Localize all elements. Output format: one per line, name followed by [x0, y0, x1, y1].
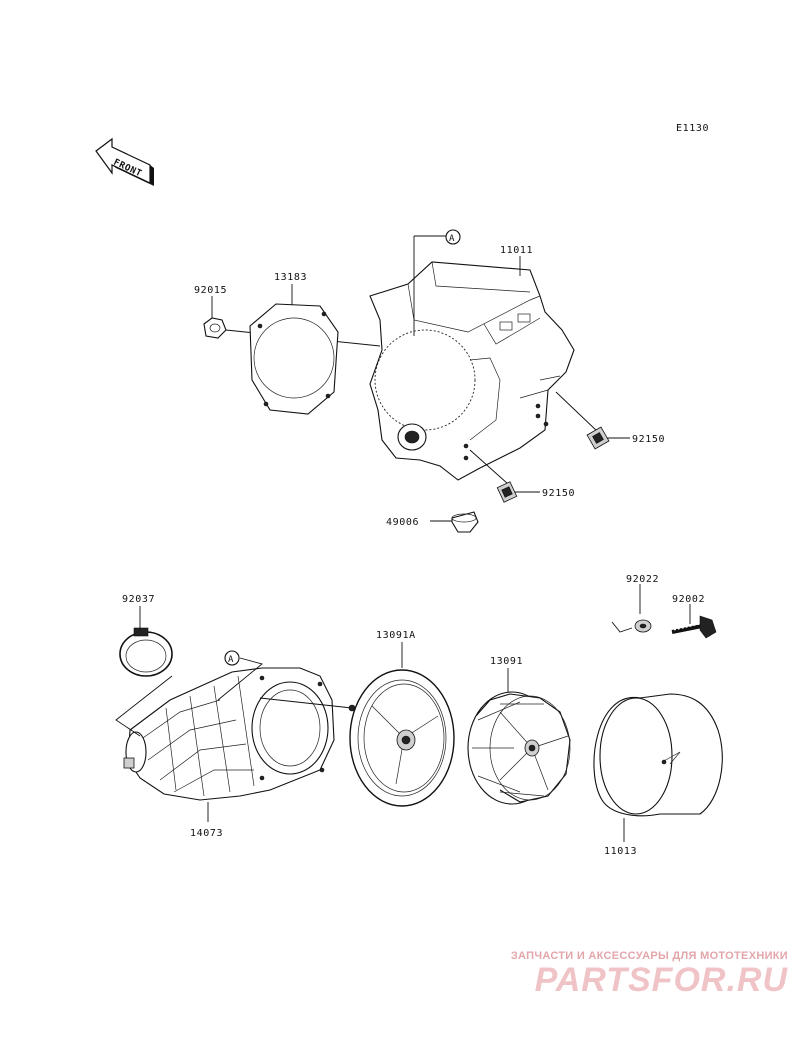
lower-leader-lines — [115, 584, 691, 842]
clamp-92037 — [119, 627, 173, 677]
air-box-housing — [369, 261, 575, 481]
label-13091a: 13091A — [376, 630, 416, 641]
label-92002: 92002 — [672, 594, 705, 605]
watermark-logo: PARTSFOR.RU — [534, 961, 788, 999]
front-arrow-icon: FRONT — [95, 137, 154, 186]
element-11013 — [593, 693, 723, 817]
marker-a-lower: A — [224, 650, 240, 666]
intake-duct-14073 — [123, 667, 335, 801]
washer-92022 — [634, 619, 652, 633]
label-11011: 11011 — [500, 245, 533, 256]
frame-13091 — [467, 691, 571, 805]
nut-92015 — [203, 317, 227, 339]
wing-bolt-92002 — [671, 615, 717, 639]
marker-a-upper-label: A — [449, 234, 455, 244]
label-13183: 13183 — [274, 272, 307, 283]
label-92150-lower: 92150 — [542, 488, 575, 499]
marker-a-upper: A — [445, 229, 461, 245]
bolt-92150-right — [586, 426, 610, 450]
label-92022: 92022 — [626, 574, 659, 585]
label-92150-right: 92150 — [632, 434, 665, 445]
bolt-92150-lower — [496, 481, 518, 503]
watermark-tagline: ЗАПЧАСТИ И АКСЕССУАРЫ ДЛЯ МОТОТЕХНИКИ — [510, 950, 788, 962]
label-14073: 14073 — [190, 828, 223, 839]
label-13091: 13091 — [490, 656, 523, 667]
holder-13091a — [348, 669, 455, 807]
watermark: ЗАПЧАСТИ И АКСЕССУАРЫ ДЛЯ МОТОТЕХНИКИ PA… — [478, 950, 788, 998]
diagram-ref-code: E1130 — [676, 123, 709, 134]
label-49006: 49006 — [386, 517, 419, 528]
grommet-49006 — [451, 511, 479, 533]
label-11013: 11013 — [604, 846, 637, 857]
marker-a-lower-label: A — [228, 655, 234, 665]
gasket-13183 — [249, 303, 339, 415]
label-92015: 92015 — [194, 285, 227, 296]
label-92037: 92037 — [122, 594, 155, 605]
